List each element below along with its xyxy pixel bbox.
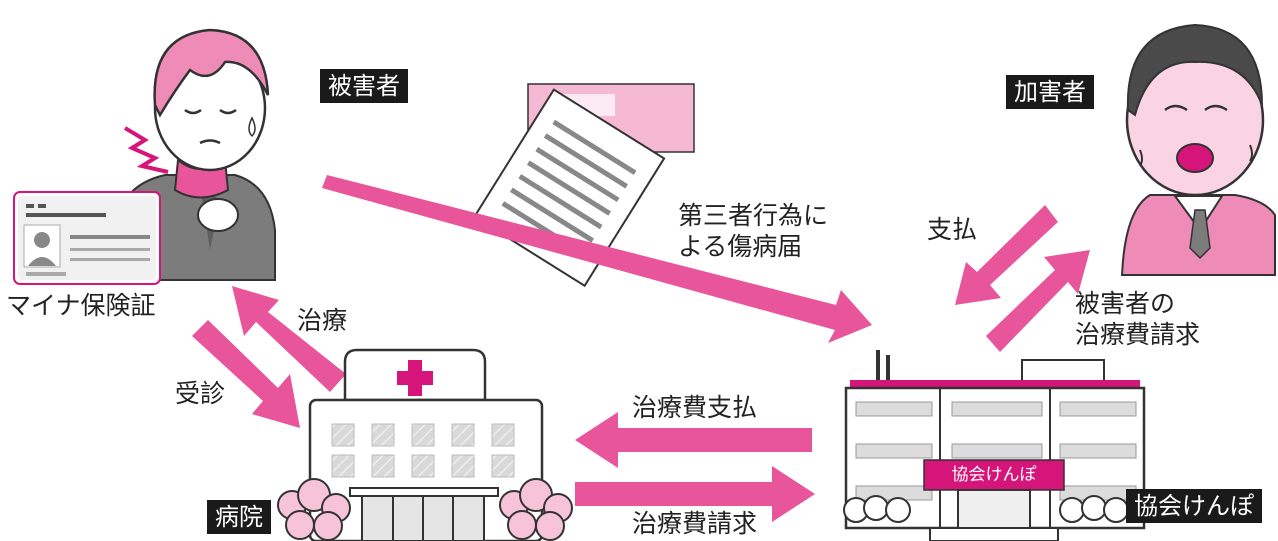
tag-kyokai: 協会けんぽ: [1126, 489, 1262, 523]
kyokai-building: [843, 350, 1146, 541]
perpetrator-person: [1120, 23, 1276, 276]
arrow-injury-report: [322, 175, 872, 343]
pain-mark-icon: [123, 126, 169, 174]
arrows: [192, 175, 1090, 522]
building-sign: 協会けんぽ: [951, 465, 1037, 485]
label-card: マイナ保険証: [6, 291, 156, 320]
hospital-building: [277, 348, 573, 541]
arrow-treatment: [232, 286, 346, 392]
hospital-cross-icon: [397, 360, 433, 396]
arrow-fee-claim: [575, 466, 815, 522]
label-injury-report: 第三者行為に よる傷病届: [678, 201, 829, 262]
label-payment: 支払: [927, 215, 978, 244]
label-consult: 受診: [175, 379, 226, 408]
tag-perpetrator: 加害者: [1006, 75, 1094, 109]
insurance-card: [13, 191, 161, 285]
label-treatment: 治療: [297, 306, 348, 335]
arrow-payment: [955, 205, 1058, 305]
arrow-fee-payment: [575, 412, 812, 468]
tag-victim: 被害者: [320, 69, 408, 103]
arrow-claim: [986, 250, 1090, 352]
tag-hospital: 病院: [207, 500, 271, 534]
label-fee-payment: 治療費支払: [632, 393, 758, 422]
arrow-consult: [192, 320, 300, 428]
label-claim-to-perpetrator: 被害者の 治療費請求: [1075, 289, 1201, 350]
label-fee-claim: 治療費請求: [632, 509, 758, 538]
